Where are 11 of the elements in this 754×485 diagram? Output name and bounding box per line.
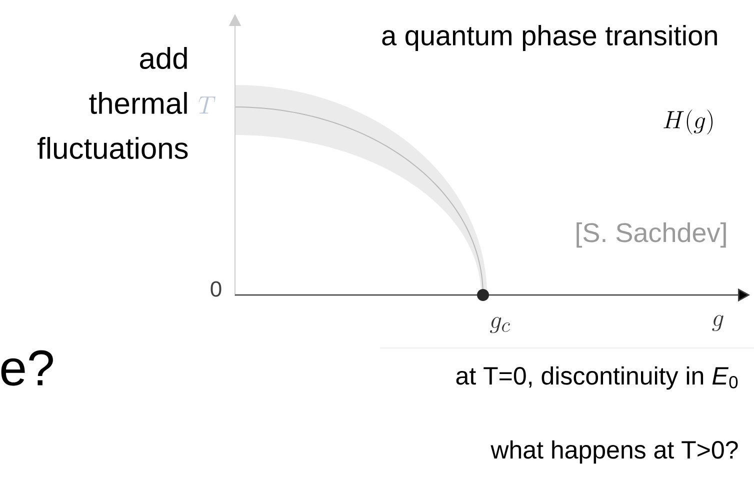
axis-tick-label: 0 [210, 281, 222, 297]
heading: a quantum phase transition [382, 24, 717, 52]
side-note: add thermal fluctuations [37, 46, 188, 160]
source-note: [S. Sachdev] [576, 222, 726, 248]
note: at T=0, discontinuity in E$_{0}$ [456, 366, 738, 390]
cut-off-text: e? [1, 350, 53, 386]
formula: $H(g)$ [664, 110, 713, 134]
note: what happens at T>0? [490, 440, 738, 464]
axis-tick-label: $g_c$ [490, 316, 510, 334]
axis-label: $T$ [198, 96, 216, 114]
axis-label: $g$ [712, 314, 724, 332]
